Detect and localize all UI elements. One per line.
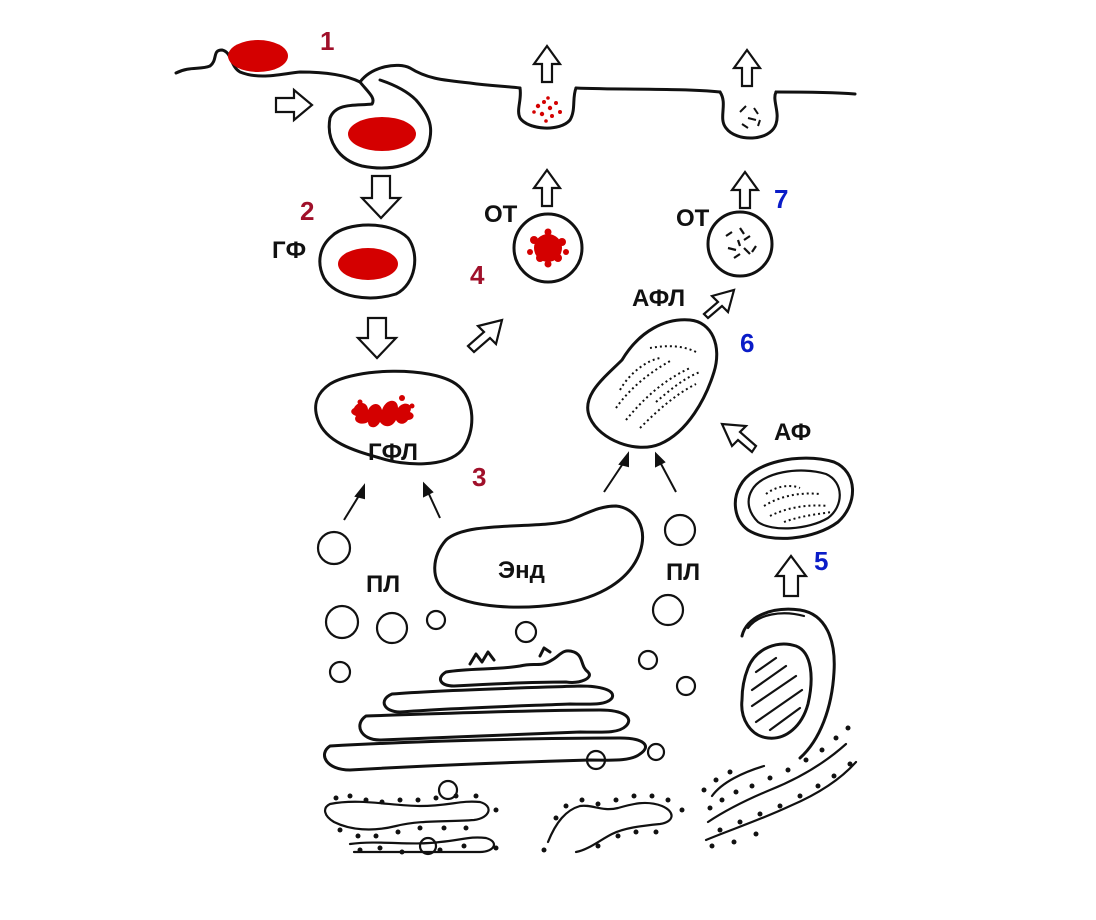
label-gf: ГФ xyxy=(272,237,306,264)
diagonal-arrow-af-icon xyxy=(720,422,758,454)
label-pl-right: ПЛ xyxy=(666,559,700,586)
ribosomes xyxy=(333,725,853,855)
entry-arrow-icon xyxy=(274,87,314,123)
isolation-membrane xyxy=(740,607,836,760)
isolation-membrane-inner xyxy=(746,612,806,630)
exocytosis-pit-right xyxy=(718,90,779,140)
golgi-apparatus xyxy=(323,646,647,772)
label-ot-left: ОТ xyxy=(484,201,518,228)
residual-debris-right xyxy=(739,105,761,129)
digesting-material xyxy=(351,395,415,428)
down-arrow-2-icon xyxy=(355,316,399,360)
label-af: АФ xyxy=(774,419,811,446)
label-ot-right: ОТ xyxy=(676,205,710,232)
residual-material-left xyxy=(532,96,562,123)
mitochondrion xyxy=(740,642,813,740)
residual-body-left xyxy=(512,212,584,284)
label-end: Энд xyxy=(498,557,545,584)
number-3: 3 xyxy=(472,462,486,492)
exocytosis-pit-left xyxy=(517,86,578,130)
up-arrow-ot-right-icon xyxy=(729,170,761,210)
autophagolysosome xyxy=(586,318,719,449)
particle-engulfed xyxy=(348,117,416,151)
up-arrow-5-icon xyxy=(773,554,809,598)
label-afl: АФЛ xyxy=(632,285,685,312)
autophagosome-inner xyxy=(747,469,841,530)
mitochondrion-cristae xyxy=(750,656,804,732)
down-arrow-1-icon xyxy=(359,174,403,220)
autophagosome-cristae xyxy=(763,485,833,523)
primary-lysosomes xyxy=(316,513,697,856)
diagonal-arrow-afl-icon xyxy=(702,288,736,320)
engulfing-membrane xyxy=(327,78,433,170)
number-5: 5 xyxy=(814,546,828,576)
up-arrow-ot-left-icon xyxy=(531,168,563,208)
diagonal-arrow-4-icon xyxy=(466,318,504,354)
residual-body-left-content xyxy=(527,228,569,268)
exit-arrow-left-icon xyxy=(531,44,563,84)
plasma-membrane xyxy=(174,48,857,96)
autophagosome xyxy=(733,456,854,540)
number-6: 6 xyxy=(740,328,754,358)
exit-arrow-right-icon xyxy=(731,48,763,88)
phagosome xyxy=(318,223,417,300)
particle-outside xyxy=(228,40,288,72)
fusion-arrows-left xyxy=(343,481,441,521)
fusion-arrows-right xyxy=(603,451,677,493)
phagolysosome xyxy=(314,369,474,466)
number-7: 7 xyxy=(774,184,788,214)
number-4: 4 xyxy=(470,260,485,290)
autophagolysosome-content xyxy=(615,345,701,429)
phagosome-particle xyxy=(338,248,398,280)
rough-er xyxy=(324,742,858,854)
number-1: 1 xyxy=(320,26,334,56)
residual-body-right-content xyxy=(725,227,757,259)
label-gfl: ГФЛ xyxy=(368,439,418,466)
residual-body-right xyxy=(706,210,774,278)
number-2: 2 xyxy=(300,196,314,226)
label-pl-left: ПЛ xyxy=(366,571,400,598)
endosome xyxy=(433,504,644,609)
